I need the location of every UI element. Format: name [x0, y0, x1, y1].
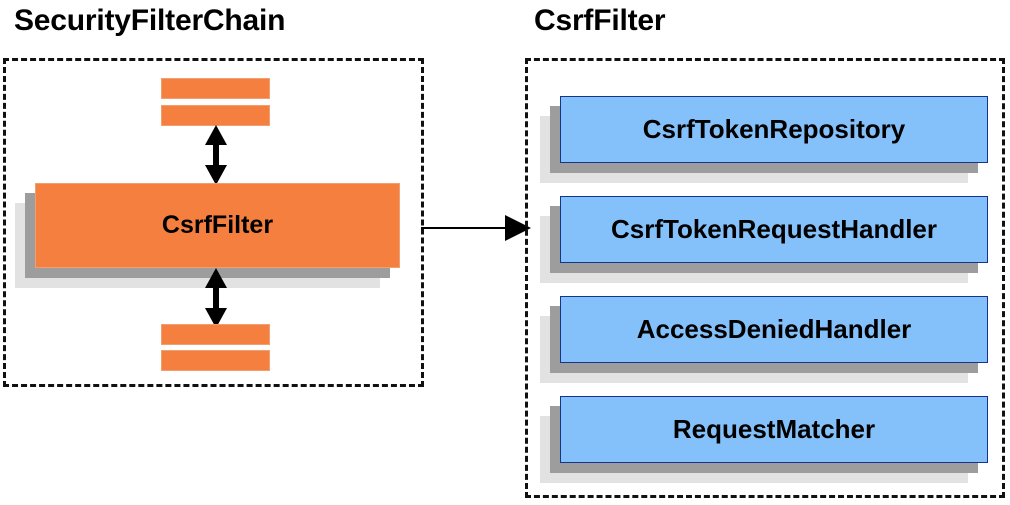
filter-bar-below-2	[161, 350, 270, 371]
csrffilter-detail-container	[525, 58, 1005, 498]
right-panel-title: CsrfFilter	[534, 4, 666, 37]
collaborator-label: AccessDeniedHandler	[560, 296, 988, 363]
csrffilter-box[interactable]: CsrfFilter	[15, 183, 400, 288]
filter-bar-below-1	[161, 324, 270, 345]
collaborator-box-csrf-token-request-handler[interactable]: CsrfTokenRequestHandler	[540, 196, 988, 283]
collaborator-box-request-matcher[interactable]: RequestMatcher	[540, 396, 988, 483]
collaborator-label: RequestMatcher	[560, 396, 988, 463]
collaborator-box-csrf-token-repository[interactable]: CsrfTokenRepository	[540, 96, 988, 183]
csrffilter-box-label: CsrfFilter	[35, 183, 400, 268]
csrffilter-detail-connector	[421, 213, 531, 243]
arrow-above-csrffilter	[201, 125, 231, 185]
collaborator-label: CsrfTokenRepository	[560, 96, 988, 163]
filter-bar-above-2	[161, 105, 270, 126]
filter-bar-above-1	[161, 78, 270, 99]
arrow-below-csrffilter	[201, 268, 231, 328]
collaborator-box-access-denied-handler[interactable]: AccessDeniedHandler	[540, 296, 988, 383]
collaborator-label: CsrfTokenRequestHandler	[560, 196, 988, 263]
security-filter-chain-container	[3, 58, 424, 387]
left-panel-title: SecurityFilterChain	[14, 4, 286, 37]
